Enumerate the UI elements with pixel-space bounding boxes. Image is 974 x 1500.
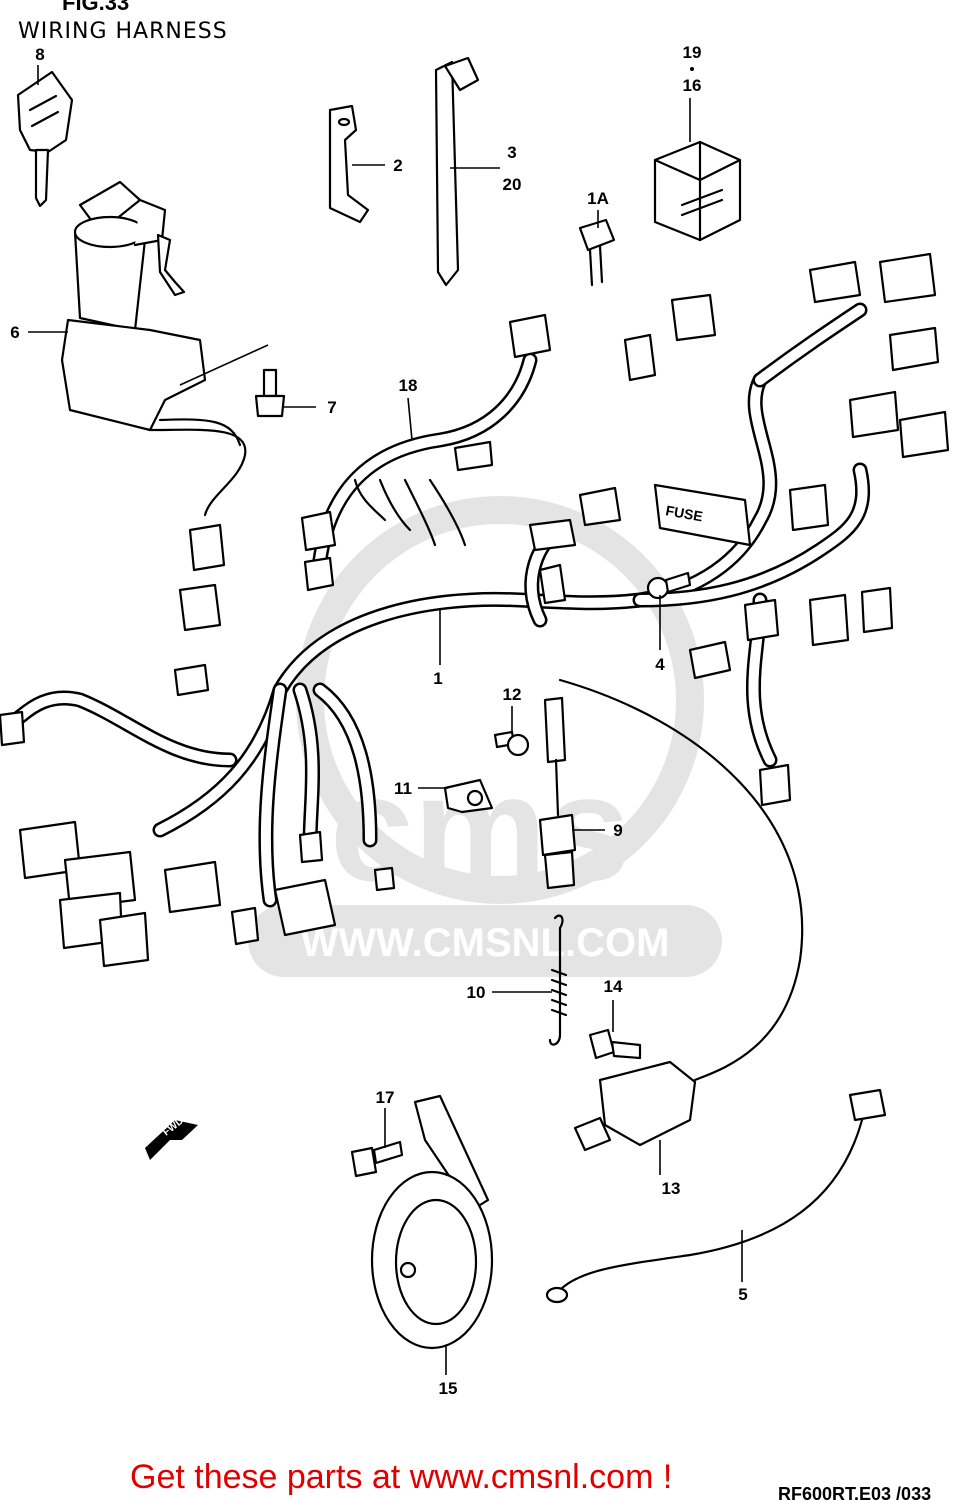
- ignition-switch-part: [60, 180, 247, 517]
- relay-part-15: [653, 140, 742, 242]
- figure-title: WIRING HARNESS: [18, 19, 228, 44]
- main-harness-part-1: FUSE: [0, 252, 950, 968]
- screw-part-4: [646, 571, 692, 600]
- sub-harness-part-18: [300, 313, 552, 592]
- strap-part-3: [434, 56, 480, 287]
- callout-7: 7: [327, 398, 336, 417]
- callout-1A: 1A: [587, 189, 609, 208]
- callout-16: 15: [439, 1379, 458, 1398]
- callout-19: 16: [683, 76, 702, 95]
- callout-separator-dot: [690, 67, 694, 71]
- callout-18: 18: [399, 376, 418, 395]
- bolt-part-17: [350, 1140, 404, 1178]
- bolt-part-14: [588, 1028, 642, 1060]
- forward-direction-arrow: FWD: [145, 1116, 198, 1160]
- callout-5: 5: [738, 1285, 747, 1304]
- ground-wire-part-5: [545, 1088, 887, 1304]
- callout-2: 2: [393, 156, 402, 175]
- callout-8: 8: [35, 45, 44, 64]
- sensor-part-13: [558, 678, 804, 1152]
- switch-part-9: [538, 696, 577, 890]
- fuse-box-label: FUSE: [664, 502, 704, 524]
- spring-part-10: [548, 914, 568, 1046]
- leader-lines: [28, 65, 743, 1375]
- screw-part-12: [493, 730, 530, 757]
- callout-11: 11: [394, 779, 412, 798]
- callout-15: 19: [683, 43, 702, 62]
- callout-14: 14: [604, 977, 623, 996]
- callout-17: 17: [376, 1088, 395, 1107]
- callout-3: 3: [507, 143, 516, 162]
- callout-1: 1: [433, 669, 442, 688]
- callout-6: 6: [10, 323, 19, 342]
- figure-number: FIG.33: [62, 0, 129, 15]
- watermark-banner: [248, 905, 722, 977]
- bolt-part-7: [179, 344, 286, 418]
- callout-12: 12: [503, 685, 522, 704]
- horn-part-16: [370, 1094, 494, 1350]
- callout-20: 20: [503, 175, 522, 194]
- callout-9: 9: [613, 821, 622, 840]
- drawing-code: RF600RT.E03 /033: [778, 1484, 931, 1500]
- callouts: 8 6 7 2 3 20 1A 19 16 18 1 4 12 11 9 10 …: [10, 43, 747, 1398]
- callout-13: 13: [662, 1179, 681, 1198]
- ignition-key-part: [16, 70, 74, 208]
- callout-10: 10: [467, 983, 486, 1002]
- bracket-part-11: [443, 778, 494, 814]
- bracket-part-2: [328, 104, 370, 224]
- callout-4: 4: [655, 655, 665, 674]
- watermark-url: WWW.CMSNL.COM: [301, 921, 670, 965]
- promo-link[interactable]: Get these parts at www.cmsnl.com !: [130, 1458, 672, 1496]
- fuse-part-1A: [578, 218, 616, 287]
